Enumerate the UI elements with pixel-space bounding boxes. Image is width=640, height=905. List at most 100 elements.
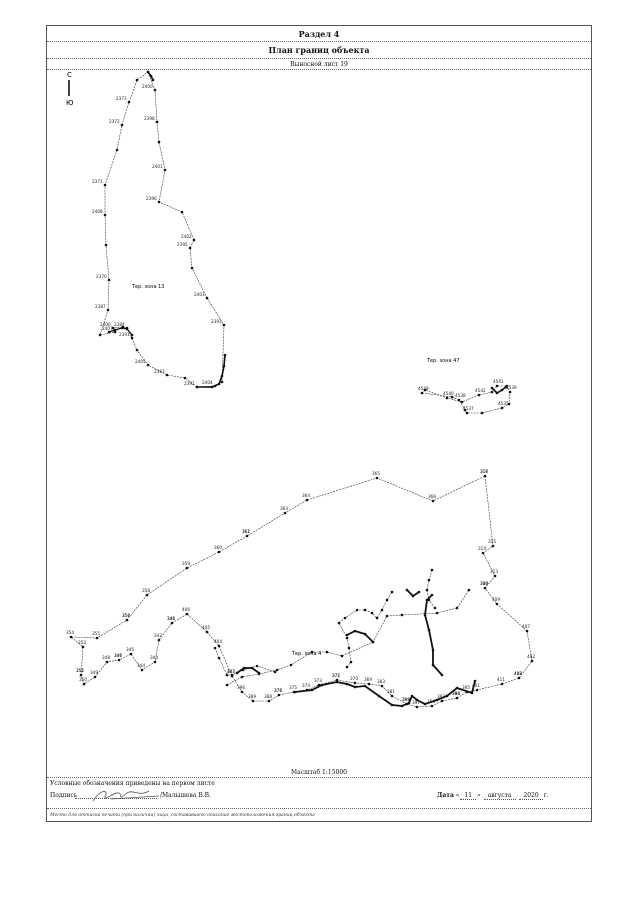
vertex-label: 2371: [92, 179, 103, 184]
boundary-vertex: [473, 679, 477, 683]
boundary-vertex: [465, 411, 469, 415]
boundary-vertex: [440, 699, 444, 703]
vertex-label: 308: [480, 581, 488, 586]
vertex-label: 348: [102, 655, 110, 660]
date-label: Дата: [437, 792, 454, 799]
vertex-label: 362: [242, 529, 250, 534]
vertex-label: 404: [214, 639, 222, 644]
boundary-vertex: [135, 78, 139, 82]
boundary-vertex: [98, 333, 102, 337]
boundary-vertex: [455, 606, 459, 610]
vertex-label: 369: [364, 677, 372, 682]
boundary-vertex: [255, 664, 259, 668]
signature-label: Подпись: [50, 792, 78, 799]
boundary-vertex: [517, 676, 521, 680]
vertex-label: 2398: [144, 116, 155, 121]
vertex-label: 2403: [194, 292, 205, 297]
boundary-vertex: [222, 323, 226, 327]
boundary-vertex: [445, 694, 449, 698]
boundary-vertex: [241, 668, 245, 672]
zone-13-label: Тер. зона 13: [131, 284, 165, 290]
vertex-label: 2406: [100, 322, 111, 327]
boundary-vertex: [113, 328, 117, 332]
vertex-label: 403: [227, 669, 235, 674]
boundary-vertex: [508, 390, 512, 394]
boundary-vertex: [345, 682, 349, 686]
boundary-vertex: [125, 618, 129, 622]
boundary-vertex: [530, 659, 534, 663]
boundary-vertex: [390, 703, 394, 707]
vertex-label: 2402: [181, 234, 192, 239]
plan-title: План границ объекта: [47, 42, 591, 59]
vertex-label: 357: [122, 613, 130, 618]
boundary-vertex: [415, 705, 419, 709]
vertex-label: 365: [372, 471, 380, 476]
boundary-vertex: [129, 652, 133, 656]
boundary-vertex: [455, 686, 459, 690]
vertex-label: 4548: [418, 386, 429, 391]
vertex-label: 353: [78, 640, 86, 645]
boundary-vertex: [370, 611, 374, 615]
compass-north-label: С: [67, 71, 72, 79]
boundary-vertex: [353, 629, 357, 633]
zone-47-label: Тер. зона 47: [426, 358, 460, 364]
boundary-vertex: [93, 675, 97, 679]
boundary-vertex: [507, 402, 511, 406]
vertex-label: 399: [402, 697, 410, 702]
boundary-vertex: [153, 88, 157, 92]
vertex-label: 343: [150, 655, 158, 660]
vertex-label: 394: [452, 691, 460, 696]
boundary-vertex: [371, 640, 375, 644]
date-day: 11: [460, 792, 477, 800]
boundary-vertex: [430, 593, 434, 597]
boundary-vertex: [423, 388, 427, 392]
boundary-vertex: [345, 633, 349, 637]
boundary-vertex: [345, 665, 349, 669]
vertex-label: 371: [332, 673, 340, 678]
boundary-vertex: [277, 693, 281, 697]
zone-4-boundary: [70, 475, 533, 708]
vertex-label: 372: [332, 673, 340, 678]
boundary-vertex: [151, 78, 155, 82]
boundary-vertex: [390, 590, 394, 594]
boundary-vertex: [375, 476, 379, 480]
vertex-label: 411: [497, 677, 505, 682]
vertex-label: 388: [264, 694, 272, 699]
boundary-vertex: [349, 660, 353, 664]
boundary-vertex: [305, 688, 309, 692]
boundary-vertex: [430, 704, 434, 708]
vertex-label: 317: [480, 469, 488, 474]
boundary-vertex: [455, 696, 459, 700]
vertex-label: 406: [182, 607, 190, 612]
boundary-vertex: [69, 635, 73, 639]
vertex-label: 351: [76, 668, 84, 673]
boundary-vertex: [380, 684, 384, 688]
vertex-label: 4537: [463, 406, 474, 411]
boundary-vertex: [483, 474, 487, 478]
boundary-vertex: [127, 100, 131, 104]
boundary-vertex: [380, 608, 384, 612]
boundary-vertex: [225, 673, 229, 677]
boundary-vertex: [411, 594, 415, 598]
boundary-vertex: [106, 308, 110, 312]
boundary-vertex: [283, 511, 287, 515]
boundary-vertex: [217, 382, 221, 386]
vertex-label: 401: [472, 683, 480, 688]
vertex-label: 374: [302, 683, 310, 688]
boundary-vertex: [500, 388, 504, 392]
signer-name: /Малышева В.В.: [160, 792, 211, 799]
vertex-label: 352: [76, 668, 84, 673]
boundary-vertex: [185, 612, 189, 616]
vertex-label: 2399: [135, 70, 146, 71]
boundary-vertex: [427, 628, 431, 632]
vertex-label: 395: [462, 685, 470, 690]
boundary-vertex: [185, 566, 189, 570]
boundary-vertex: [385, 598, 389, 602]
boundary-vertex: [205, 630, 209, 634]
boundary-vertex: [245, 534, 249, 538]
vertex-label: 355: [92, 631, 100, 636]
vertex-label: 340: [167, 616, 175, 621]
boundary-vertex: [385, 614, 389, 618]
vertex-label: 2396: [146, 196, 157, 201]
legend-note: Условные обозначения приведены на первом…: [50, 780, 215, 787]
